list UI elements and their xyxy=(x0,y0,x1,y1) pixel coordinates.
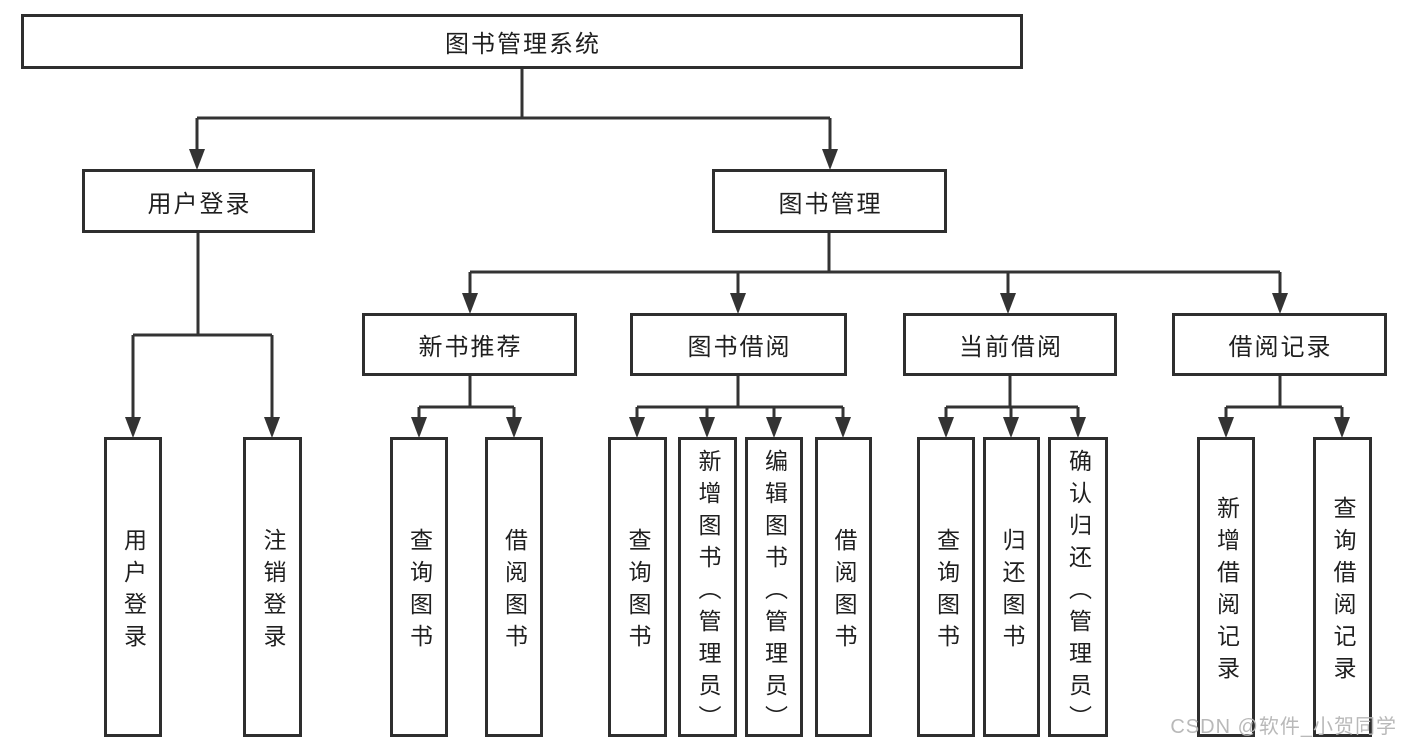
leaf-user-login: 用户登录 xyxy=(104,437,162,737)
leaf-logout-login: 注销登录 xyxy=(243,437,302,737)
leaf-borrow-books-borrowing-label: 借阅图书 xyxy=(831,527,857,656)
node-root-label: 图书管理系统 xyxy=(445,31,601,58)
node-current-borrowing-label: 当前借阅 xyxy=(959,334,1063,361)
leaf-query-books-current-label: 查询图书 xyxy=(933,527,960,656)
leaf-borrow-books-borrowing: 借阅图书 xyxy=(815,437,872,737)
arrowhead-icons xyxy=(125,149,1350,438)
leaf-add-books-admin: 新增图书（管理员） xyxy=(678,437,737,737)
leaf-query-books-current: 查询图书 xyxy=(917,437,975,737)
tree-edges xyxy=(131,69,1344,422)
leaf-query-books-borrowing: 查询图书 xyxy=(608,437,667,737)
leaf-return-books-label: 归还图书 xyxy=(999,527,1025,656)
leaf-query-books-recommend: 查询图书 xyxy=(390,437,448,737)
leaf-query-books-recommend-label: 查询图书 xyxy=(406,527,433,656)
leaf-confirm-return-admin: 确认归还（管理员） xyxy=(1048,437,1108,737)
leaf-borrow-books-recommend-label: 借阅图书 xyxy=(501,527,528,656)
node-user-login-label: 用户登录 xyxy=(147,190,252,218)
node-book-management: 图书管理 xyxy=(712,169,947,233)
leaf-add-borrow-record: 新增借阅记录 xyxy=(1197,437,1255,737)
leaf-user-login-label: 用户登录 xyxy=(120,527,147,656)
node-borrowing-records: 借阅记录 xyxy=(1172,313,1387,376)
leaf-logout-login-label: 注销登录 xyxy=(260,527,286,656)
leaf-edit-books-admin: 编辑图书（管理员） xyxy=(745,437,803,737)
leaf-add-borrow-record-label: 新增借阅记录 xyxy=(1213,495,1240,688)
node-root-system: 图书管理系统 xyxy=(21,14,1023,69)
leaf-query-borrow-record: 查询借阅记录 xyxy=(1313,437,1372,737)
leaf-query-borrow-record-label: 查询借阅记录 xyxy=(1330,495,1356,688)
leaf-query-books-borrowing-label: 查询图书 xyxy=(625,527,651,656)
leaf-return-books: 归还图书 xyxy=(983,437,1040,737)
node-new-book-recommend-label: 新书推荐 xyxy=(418,334,523,361)
leaf-edit-books-admin-label: 编辑图书（管理员） xyxy=(761,449,788,737)
leaf-borrow-books-recommend: 借阅图书 xyxy=(485,437,543,737)
node-book-borrowing: 图书借阅 xyxy=(630,313,847,376)
leaf-confirm-return-admin-label: 确认归还（管理员） xyxy=(1065,449,1092,737)
watermark-text: CSDN @软件_小贺同学 xyxy=(1170,716,1397,738)
node-borrowing-records-label: 借阅记录 xyxy=(1228,334,1333,361)
leaf-add-books-admin-label: 新增图书（管理员） xyxy=(695,449,721,737)
node-user-login: 用户登录 xyxy=(82,169,315,233)
node-book-borrowing-label: 图书借阅 xyxy=(687,334,792,361)
node-new-book-recommend: 新书推荐 xyxy=(362,313,577,376)
node-current-borrowing: 当前借阅 xyxy=(903,313,1117,376)
node-book-management-label: 图书管理 xyxy=(778,190,883,218)
